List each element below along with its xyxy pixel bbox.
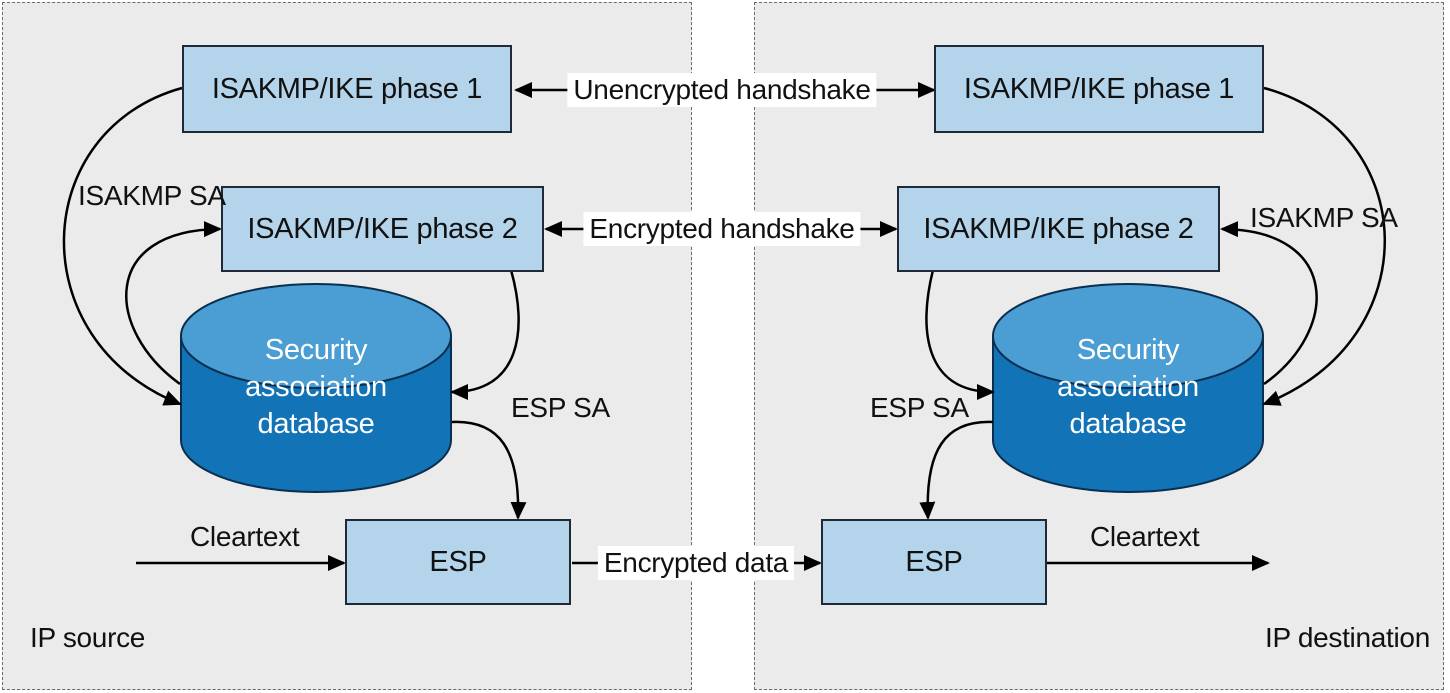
right-esp-box: ESP [821,519,1047,605]
left-db-to-phase2-curve [125,221,222,386]
ip-destination-label: IP destination [1265,622,1430,653]
left-phase2-to-db-curve [450,269,520,400]
right-phase2-to-db-curve [925,269,995,400]
left-esp-box: ESP [345,519,571,605]
encrypted-data-label: Encrypted data [597,546,795,580]
right-database-line-2: association [1057,371,1199,403]
right-database-label: Security association database [993,332,1263,443]
left-ike-phase2-box: ISAKMP/IKE phase 2 [221,186,544,272]
left-db-to-esp-curve [451,420,527,520]
left-database-line-3: database [257,408,375,440]
right-phase1-to-db-curve [1262,86,1386,406]
right-db-to-esp-curve [919,420,994,520]
left-phase1-to-db-curve [62,86,183,406]
left-ike-phase1-box: ISAKMP/IKE phase 1 [182,45,512,133]
left-cleartext-label: Cleartext [190,521,300,552]
left-database-cylinder [180,283,452,493]
unencrypted-handshake-label: Unencrypted handshake [567,73,877,107]
ip-source-label: IP source [30,622,146,653]
encrypted-handshake-label: Encrypted handshake [583,212,861,246]
right-isakmp-sa-label: ISAKMP SA [1250,202,1398,233]
right-database-line-1: Security [1076,334,1180,366]
right-database-line-3: database [1069,408,1187,440]
right-ike-phase1-box: ISAKMP/IKE phase 1 [934,45,1264,133]
right-database-cylinder [992,283,1264,493]
right-db-to-phase2-curve [1220,221,1318,386]
right-esp-sa-label: ESP SA [870,392,969,423]
left-database-line-2: association [245,371,387,403]
left-isakmp-sa-label: ISAKMP SA [78,180,226,211]
left-database-line-1: Security [264,334,368,366]
right-ike-phase2-box: ISAKMP/IKE phase 2 [897,186,1220,272]
left-database-label: Security association database [181,332,451,443]
right-cleartext-label: Cleartext [1090,521,1200,552]
left-esp-sa-label: ESP SA [511,392,610,423]
